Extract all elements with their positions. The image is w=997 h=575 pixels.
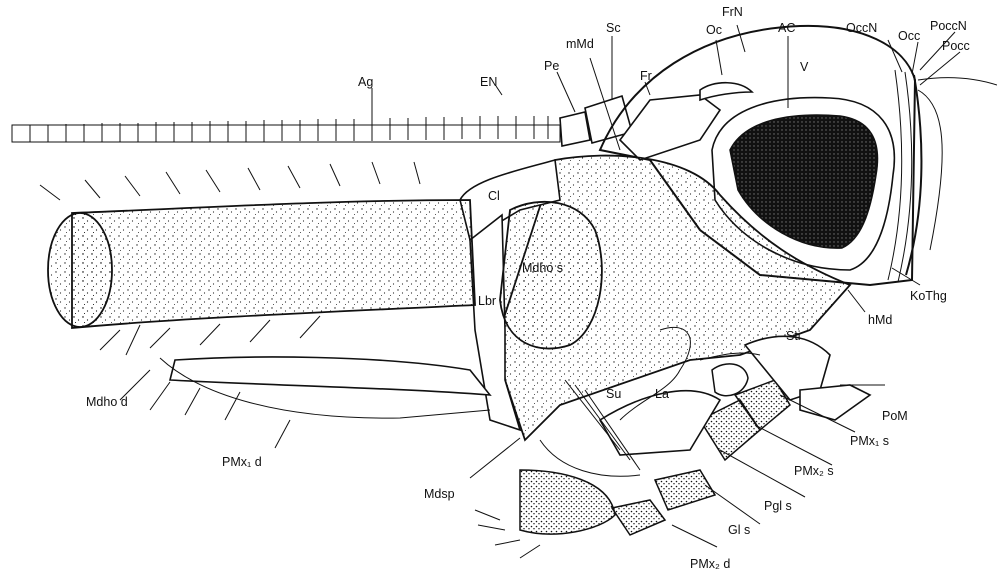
label-en: EN bbox=[480, 75, 497, 89]
label-pocc: Pocc bbox=[942, 39, 970, 53]
label-pmx1d: PMx₁ d bbox=[222, 455, 262, 469]
label-v: V bbox=[800, 60, 809, 74]
label-pmx2s: PMx₂ s bbox=[794, 464, 834, 478]
label-ag: Ag bbox=[358, 75, 373, 89]
label-pom: PoM bbox=[882, 409, 908, 423]
mandible-base bbox=[48, 213, 112, 327]
label-cl: Cl bbox=[488, 189, 500, 203]
label-sc: Sc bbox=[606, 21, 621, 35]
label-gls: Gl s bbox=[728, 523, 750, 537]
label-mdsp: Mdsp bbox=[424, 487, 455, 501]
label-pmx2d: PMx₂ d bbox=[690, 557, 730, 571]
label-mmd: mMd bbox=[566, 37, 594, 51]
label-occn: OccN bbox=[846, 21, 877, 35]
label-mdhos: Mdho s bbox=[522, 261, 563, 275]
palp-segment-1 bbox=[612, 500, 665, 535]
label-lbr: Lbr bbox=[478, 294, 496, 308]
palp-tip bbox=[712, 364, 748, 396]
label-su: Su bbox=[606, 387, 621, 401]
label-frn: FrN bbox=[722, 5, 743, 19]
label-pmx1s: PMx₁ s bbox=[850, 434, 889, 448]
label-ac: AC bbox=[778, 21, 795, 35]
mandible-dorsal-shaft bbox=[72, 200, 475, 328]
label-hmd: hMd bbox=[868, 313, 892, 327]
antenna bbox=[12, 96, 632, 146]
antenna-segments bbox=[30, 116, 548, 142]
antenna-pedicel bbox=[560, 112, 590, 146]
palp-segment-2 bbox=[655, 470, 715, 510]
label-occ: Occ bbox=[898, 29, 920, 43]
labium-lobe bbox=[520, 470, 615, 534]
label-poccn: PoccN bbox=[930, 19, 967, 33]
label-pe: Pe bbox=[544, 59, 559, 73]
maxillary-palp bbox=[120, 357, 490, 420]
label-mdhod: Mdho d bbox=[86, 395, 128, 409]
label-oc: Oc bbox=[706, 23, 722, 37]
label-sti: Sti bbox=[786, 329, 801, 343]
mandible-side-plate bbox=[500, 202, 602, 349]
ocellus bbox=[700, 83, 752, 100]
label-fr: Fr bbox=[640, 69, 652, 83]
label-pgls: Pgl s bbox=[764, 499, 792, 513]
postmentum bbox=[800, 385, 870, 420]
label-la: La bbox=[655, 387, 669, 401]
label-kothg: KoThg bbox=[910, 289, 947, 303]
